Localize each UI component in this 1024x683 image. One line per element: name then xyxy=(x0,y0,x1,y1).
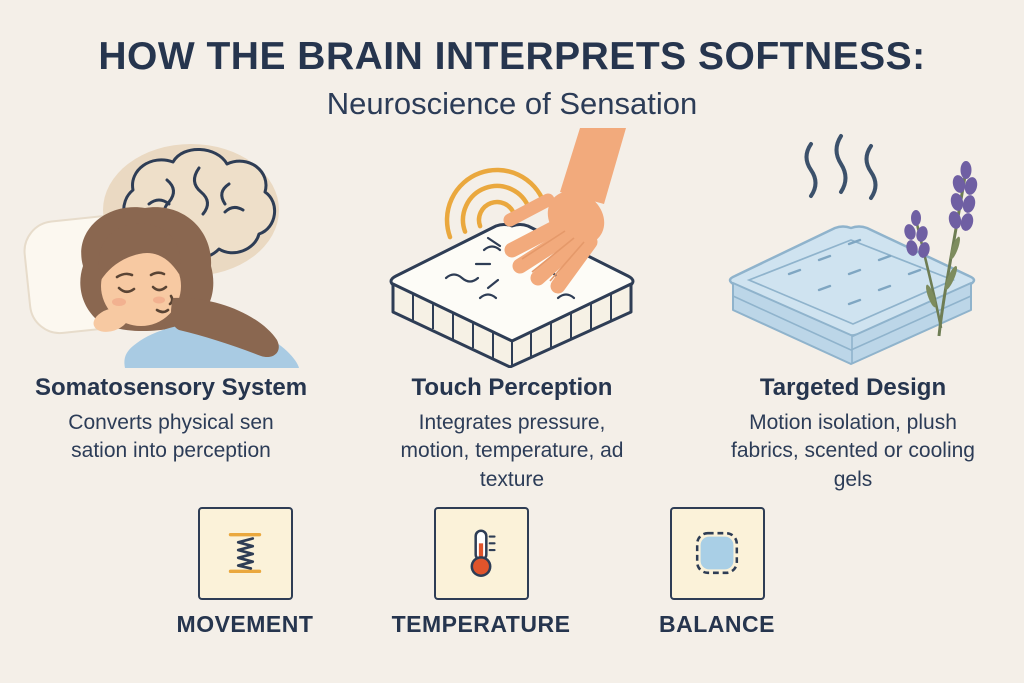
balance-feature-box xyxy=(669,506,765,600)
signal-waves-icon xyxy=(444,167,547,240)
spring-icon xyxy=(228,532,262,574)
column-somatosensory: Somatosensory System Converts physical s… xyxy=(1,136,342,495)
thermometer-icon xyxy=(470,529,496,578)
column-heading-design: Targeted Design xyxy=(759,373,947,401)
blue-mattress-seam xyxy=(732,295,972,351)
column-targeted-design: Targeted Design Motion isolation, plush … xyxy=(683,133,1024,495)
hair-flow xyxy=(171,297,279,357)
page-title: HOW THE BRAIN INTERPRETS SOFTNESS: xyxy=(98,35,926,78)
hand-mattress-illustration xyxy=(362,127,662,368)
cooling-mattress-art xyxy=(728,133,978,365)
lavender-sprig-icon xyxy=(904,160,978,337)
movement-label: MOVEMENT xyxy=(176,610,314,637)
sleeping-woman-brain-illustration xyxy=(21,136,321,368)
column-heading-touch: Touch Perception xyxy=(411,373,613,401)
hand-under-cheek xyxy=(93,308,129,332)
header: HOW THE BRAIN INTERPRETS SOFTNESS: Neuro… xyxy=(0,0,1024,122)
steam-lines-icon xyxy=(804,133,878,200)
features-row: MOVEMENT TEMPERATURE BALANCE xyxy=(150,506,1024,638)
feature-temperature: TEMPERATURE xyxy=(386,506,576,638)
blue-mattress-tape xyxy=(746,238,956,325)
face-features xyxy=(115,271,174,314)
face xyxy=(101,245,181,326)
hand-mattress-art xyxy=(389,127,635,368)
movement-feature-box xyxy=(197,506,293,600)
quilt-stitches xyxy=(787,238,922,306)
feature-movement: MOVEMENT xyxy=(150,506,340,638)
column-body-design: Motion isolation, plush fabrics, scented… xyxy=(731,410,975,491)
column-body-touch: Integrates pressure, motion, temperature… xyxy=(400,410,624,491)
cushion-icon xyxy=(695,531,739,575)
blush-right xyxy=(153,296,165,304)
column-body-somatosensory: Converts physical sen sation into percep… xyxy=(68,410,274,463)
feature-balance: BALANCE xyxy=(622,506,812,638)
balance-label: BALANCE xyxy=(659,610,775,637)
page-subtitle: Neuroscience of Sensation xyxy=(326,85,698,121)
hand-icon xyxy=(503,127,626,294)
temperature-feature-box xyxy=(433,506,529,600)
temperature-label: TEMPERATURE xyxy=(391,610,571,637)
hair-front xyxy=(98,223,181,280)
column-heading-somatosensory: Somatosensory System xyxy=(34,373,308,401)
blush-left xyxy=(112,297,126,306)
cooling-mattress-illustration xyxy=(703,133,1003,368)
mattress-ribs xyxy=(412,293,612,367)
columns-row: Somatosensory System Converts physical s… xyxy=(0,127,1024,495)
column-touch-perception: Touch Perception Integrates pressure, mo… xyxy=(342,127,683,495)
sleeping-woman-brain-art xyxy=(23,143,299,368)
